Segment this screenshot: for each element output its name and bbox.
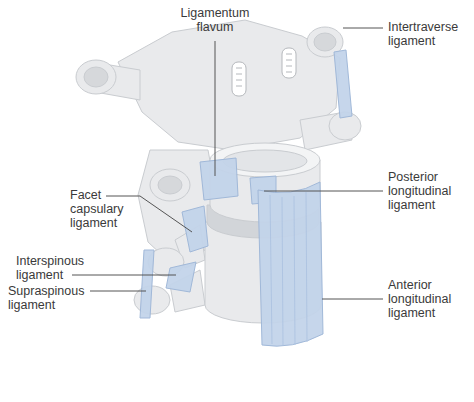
leader-line (322, 299, 383, 300)
facet-capsule (182, 206, 208, 252)
transverse-process-tip (150, 169, 190, 201)
part-label: Interspinous ligament (16, 254, 106, 282)
part-label: Facet capsulary ligament (70, 188, 136, 230)
ligamentum-flavum (200, 158, 238, 200)
part-label: Posterior longitudinal ligament (388, 170, 468, 212)
ligament-fibres (270, 192, 307, 346)
transverse-process-cut (158, 176, 182, 194)
intertransverse-ligament (334, 50, 352, 118)
part-label: Anterior longitudinal ligament (388, 278, 468, 320)
leader-line (215, 41, 216, 176)
facet-hatching (236, 54, 292, 86)
supraspinous-ligament (140, 250, 154, 318)
anterior-longitudinal-ligament (258, 182, 323, 346)
facet-surface (232, 62, 246, 96)
facet-surface (282, 48, 296, 78)
interspinous-ligament (166, 262, 196, 292)
transverse-process-tip (76, 60, 116, 94)
transverse-process-cut (314, 33, 336, 51)
leader-line (264, 191, 383, 192)
leader-line (90, 291, 146, 292)
leader-line (343, 28, 383, 29)
part-label: Supraspinous ligament (8, 284, 98, 312)
part-label: Intertraverse ligament (388, 20, 468, 48)
leader-line (72, 275, 176, 276)
transverse-process-cut (84, 67, 108, 87)
part-label: Ligamentum flavum (175, 6, 255, 34)
